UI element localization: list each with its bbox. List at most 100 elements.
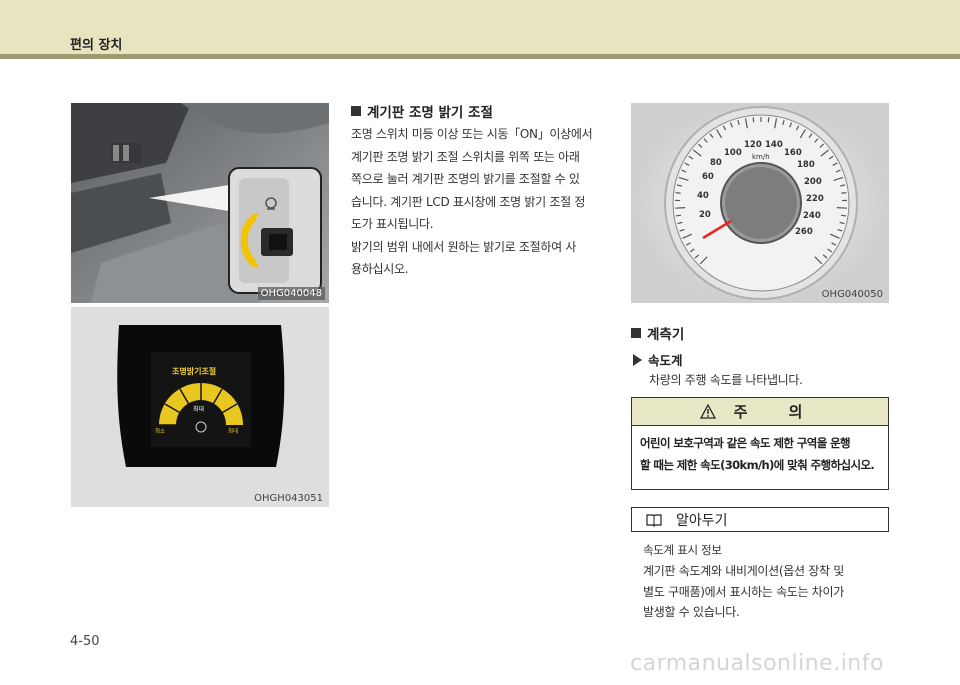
dashboard-photo: OHG040048 bbox=[71, 103, 329, 303]
section-brightness-title-text: 계기판 조명 밝기 조절 bbox=[367, 105, 493, 121]
warning-triangle-icon bbox=[699, 404, 716, 419]
gauge-tick-mark bbox=[840, 214, 847, 217]
gauge-tick-mark bbox=[682, 233, 692, 239]
gauge-tick-mark bbox=[699, 256, 708, 265]
caution-header: 주 의 bbox=[632, 398, 888, 426]
gauge-tick-mark bbox=[675, 206, 686, 209]
gauge-tick-mark bbox=[822, 254, 828, 259]
watermark-text: carmanualsonline.info bbox=[630, 651, 884, 676]
gauge-tick-mark bbox=[830, 233, 840, 239]
gauge-tick-mark bbox=[814, 138, 819, 143]
gauge-tick-mark bbox=[737, 119, 740, 126]
gauge-tick-mark bbox=[827, 248, 833, 253]
speed-tick-label: 260 bbox=[795, 227, 813, 237]
gauge-tick-mark bbox=[715, 129, 723, 139]
speed-tick-label: 240 bbox=[803, 211, 821, 221]
caution-line: 할 때는 제한 속도(30km/h)에 맞춰 주행하십시오. bbox=[640, 458, 875, 472]
gauge-tick-mark bbox=[814, 256, 823, 265]
gauge-tick-mark bbox=[774, 118, 778, 129]
notice-subtitle: 속도계 표시 정보 bbox=[643, 543, 722, 557]
speed-tick-label: 180 bbox=[797, 160, 815, 170]
speed-tick-label: 140 bbox=[765, 140, 783, 150]
header-band bbox=[0, 0, 960, 55]
speedometer-heading-text: 속도계 bbox=[648, 353, 683, 368]
speedometer-unit: km/h bbox=[752, 153, 770, 161]
gauge-tick-mark bbox=[689, 248, 695, 253]
square-bullet-icon bbox=[351, 106, 361, 116]
caution-title: 주 의 bbox=[733, 403, 821, 421]
gauge-tick-mark bbox=[688, 155, 694, 160]
gauge-tick-mark bbox=[684, 162, 690, 166]
gauge-tick-mark bbox=[833, 176, 844, 181]
gauge-tick-mark bbox=[729, 122, 733, 128]
speedometer-heading: 속도계 bbox=[633, 350, 683, 369]
cluster-right-label: 최대 bbox=[228, 429, 239, 435]
gauge-tick-mark bbox=[675, 214, 682, 217]
speedometer-photo-code: OHG040050 bbox=[821, 289, 883, 300]
page-header-title: 편의 장치 bbox=[70, 38, 123, 53]
gauge-tick-mark bbox=[694, 254, 700, 259]
gauge-tick-mark bbox=[722, 125, 727, 131]
gauge-tick-mark bbox=[819, 143, 825, 148]
section-gauges-title: 계측기 bbox=[631, 323, 684, 343]
cluster-screen-title: 조명밝기조절 bbox=[172, 367, 217, 376]
brightness-line: 습니다. 계기판 LCD 표시창에 조명 밝기 조절 정 bbox=[351, 194, 586, 209]
speed-tick-label: 160 bbox=[784, 148, 802, 158]
gauge-tick-mark bbox=[709, 133, 714, 139]
notice-line: 계기판 속도계와 내비게이션(옵션 장착 및 bbox=[643, 564, 845, 578]
gauge-tick-mark bbox=[789, 122, 793, 128]
speedometer-photo: km/h 20 40 60 80 100 120 140 160 180 200… bbox=[631, 103, 889, 303]
triangle-bullet-icon bbox=[633, 353, 642, 366]
speed-tick-label: 220 bbox=[806, 194, 824, 204]
speed-tick-label: 40 bbox=[697, 191, 709, 201]
caution-text: 어린이 보호구역과 같은 속도 제한 구역을 운행 할 때는 제한 속도(30k… bbox=[632, 426, 888, 476]
notice-line: 발생할 수 있습니다. bbox=[643, 605, 740, 619]
gauge-tick-mark bbox=[795, 125, 800, 131]
gauge-tick-mark bbox=[839, 221, 845, 225]
gauge-tick-mark bbox=[837, 228, 843, 232]
header-rule bbox=[0, 54, 960, 59]
dashboard-photo-code: OHG040048 bbox=[257, 287, 325, 300]
brightness-line: 쪽으로 눌러 계기판 조명의 밝기를 조절할 수 있 bbox=[351, 172, 580, 186]
notice-body: 계기판 속도계와 내비게이션(옵션 장착 및 별도 구매품)에서 표시하는 속도… bbox=[643, 561, 844, 623]
gauge-tick-mark bbox=[744, 118, 748, 129]
gauge-tick-mark bbox=[692, 149, 702, 157]
gauge-tick-mark bbox=[799, 129, 807, 139]
dashboard-illustration bbox=[71, 103, 329, 303]
cluster-left-label: 최소 bbox=[155, 429, 166, 435]
gauge-tick-mark bbox=[840, 184, 846, 187]
gauge-tick-mark bbox=[841, 192, 847, 194]
brightness-line: 밝기의 범위 내에서 원하는 밝기로 조절하여 사 bbox=[351, 239, 577, 254]
page-number: 4-50 bbox=[70, 634, 100, 649]
speed-tick-label: 60 bbox=[702, 172, 714, 182]
gauge-tick-mark bbox=[820, 149, 830, 157]
brightness-line: 도가 표시됩니다. bbox=[351, 217, 434, 231]
gauge-tick-mark bbox=[835, 169, 841, 173]
book-icon bbox=[646, 513, 662, 527]
speed-tick-label: 120 bbox=[744, 140, 762, 150]
gauge-tick-mark bbox=[832, 162, 838, 166]
gauge-tick-mark bbox=[678, 176, 689, 181]
caution-line: 어린이 보호구역과 같은 속도 제한 구역을 운행 bbox=[640, 436, 851, 450]
gauge-tick-mark bbox=[681, 169, 687, 173]
gauge-tick-mark bbox=[703, 138, 708, 143]
brightness-paragraph: 조명 스위치 미등 이상 또는 시동「ON」이상에서 계기판 조명 밝기 조절 … bbox=[351, 123, 619, 281]
gauge-tick-mark bbox=[836, 206, 847, 209]
notice-title: 알아두기 bbox=[676, 512, 728, 529]
gauge-tick-mark bbox=[808, 133, 813, 139]
brightness-line: 계기판 조명 밝기 조절 스위치를 위쪽 또는 아래 bbox=[351, 149, 580, 164]
cluster-illustration bbox=[117, 325, 285, 467]
gauge-tick-mark bbox=[697, 143, 703, 148]
section-brightness-title: 계기판 조명 밝기 조절 bbox=[351, 101, 493, 121]
gauge-tick-mark bbox=[831, 242, 837, 246]
gauge-tick-mark bbox=[828, 155, 834, 160]
cluster-photo-code: OHGH043051 bbox=[254, 493, 323, 504]
cluster-display-photo: 조명밝기조절 최대 최소 최대 OHGH043051 bbox=[71, 307, 329, 507]
speedometer-gauge bbox=[631, 103, 889, 303]
caution-box: 주 의 어린이 보호구역과 같은 속도 제한 구역을 운행 할 때는 제한 속도… bbox=[631, 397, 889, 490]
square-bullet-icon bbox=[631, 328, 641, 338]
gauge-tick-mark bbox=[676, 184, 682, 187]
gauge-tick-mark bbox=[679, 228, 685, 232]
speed-tick-label: 100 bbox=[724, 148, 742, 158]
cluster-center-label: 최대 bbox=[193, 406, 205, 413]
